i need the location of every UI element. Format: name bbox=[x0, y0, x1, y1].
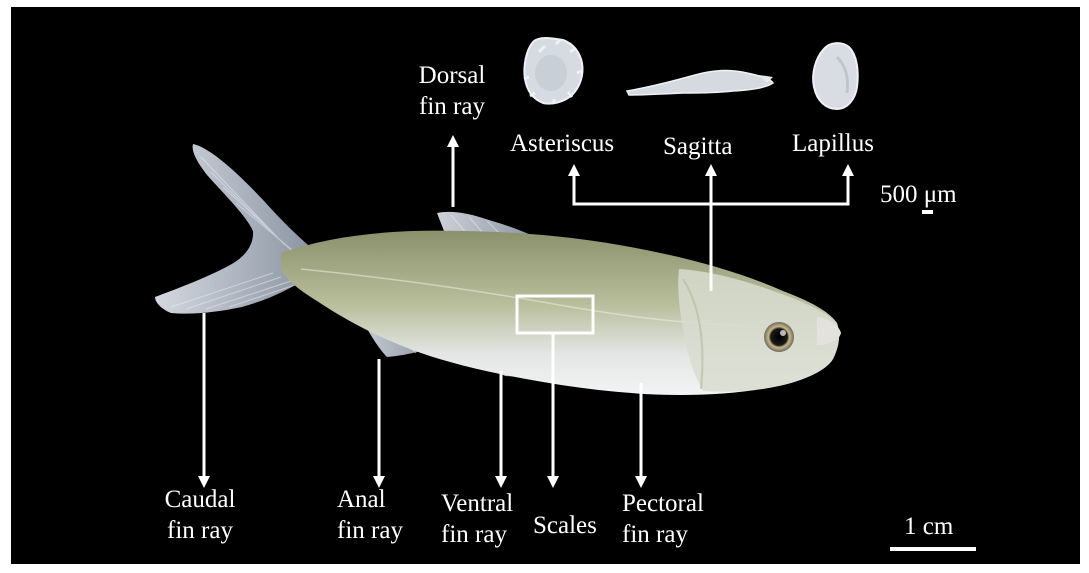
figure-artwork bbox=[11, 7, 1080, 564]
fish-body bbox=[281, 231, 841, 395]
dorsal-fin-ray-label: Dorsal fin ray bbox=[409, 60, 495, 123]
scale-bar-1cm bbox=[890, 547, 976, 551]
scale-500um-label: 500 μm bbox=[880, 179, 957, 210]
scales-label: Scales bbox=[533, 510, 597, 541]
sagitta-label: Sagitta bbox=[663, 131, 732, 162]
scale-bar-500um bbox=[922, 210, 933, 214]
asteriscus-label: Asteriscus bbox=[510, 128, 614, 159]
asteriscus-otolith bbox=[524, 38, 583, 104]
anal-fin-ray-label: Anal fin ray bbox=[337, 484, 403, 547]
fish-anatomy-figure: Dorsal fin ray Asteriscus Sagitta Lapill… bbox=[11, 7, 1080, 564]
pectoral-fin-ray-label: Pectoral fin ray bbox=[622, 488, 704, 551]
lapillus-otolith bbox=[813, 43, 858, 109]
scale-1cm-label: 1 cm bbox=[904, 511, 953, 542]
lapillus-label: Lapillus bbox=[792, 128, 874, 159]
caudal-fin-ray-label: Caudal fin ray bbox=[151, 484, 249, 547]
fish-eye bbox=[764, 322, 794, 352]
ventral-fin-ray-label: Ventral fin ray bbox=[441, 488, 513, 551]
caudal-fin bbox=[155, 144, 320, 314]
sagitta-otolith bbox=[627, 71, 773, 95]
